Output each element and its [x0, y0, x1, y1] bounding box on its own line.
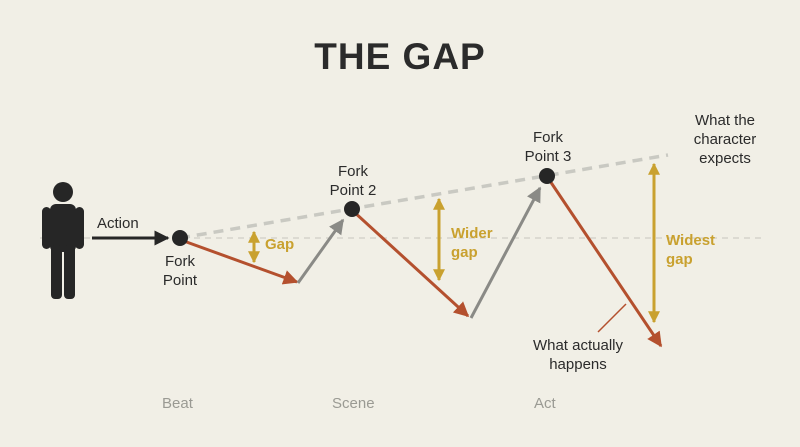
axis-label-scene: Scene — [332, 395, 375, 412]
fork-point-1-line-1: Fork — [165, 253, 195, 270]
axis-label-beat: Beat — [162, 395, 193, 412]
gap-2-line-2: gap — [451, 244, 478, 261]
happens-line-1: What actually — [532, 337, 624, 354]
fork-point-2-dot — [344, 201, 360, 217]
fork-point-2-label: Fork Point 2 — [318, 162, 388, 200]
fork-point-3-line-1: Fork — [533, 129, 563, 146]
expects-line-2: character — [693, 131, 757, 148]
gap-2-label: Wider gap — [451, 224, 493, 262]
expectation-line — [179, 153, 669, 240]
expects-line-3: expects — [699, 150, 751, 167]
person-icon — [42, 182, 84, 299]
fork-point-1-line-2: Point — [162, 272, 198, 289]
axis-label-act: Act — [534, 395, 556, 412]
fork-point-3-line-2: Point 3 — [524, 148, 572, 165]
fork-point-1-dot — [172, 230, 188, 246]
page-title: THE GAP — [314, 36, 486, 77]
fall-arrow-3 — [546, 177, 663, 348]
fork-point-2-line-1: Fork — [338, 163, 368, 180]
expects-label: What the character expects — [680, 111, 770, 168]
rise-arrow-2 — [469, 186, 542, 319]
fork-point-1-label: Fork Point — [156, 252, 204, 290]
gap-2-line-1: Wider — [451, 225, 493, 242]
gap-1-label: Gap — [265, 236, 295, 253]
rise-arrow-1 — [296, 218, 345, 284]
fall-arrow-2 — [351, 209, 470, 318]
expects-line-1: What the — [694, 112, 756, 129]
happens-label: What actually happens — [518, 336, 638, 374]
fork-point-2-line-2: Point 2 — [329, 182, 377, 199]
action-label: Action — [97, 215, 139, 232]
gap-3-line-2: gap — [666, 251, 693, 268]
happens-pointer — [597, 303, 627, 333]
fork-point-3-dot — [539, 168, 555, 184]
gap-3-label: Widest gap — [666, 231, 715, 269]
fall-arrow-1 — [180, 238, 299, 285]
gap-3-line-1: Widest — [666, 232, 716, 249]
fork-point-3-label: Fork Point 3 — [513, 128, 583, 166]
happens-line-2: happens — [549, 356, 607, 373]
